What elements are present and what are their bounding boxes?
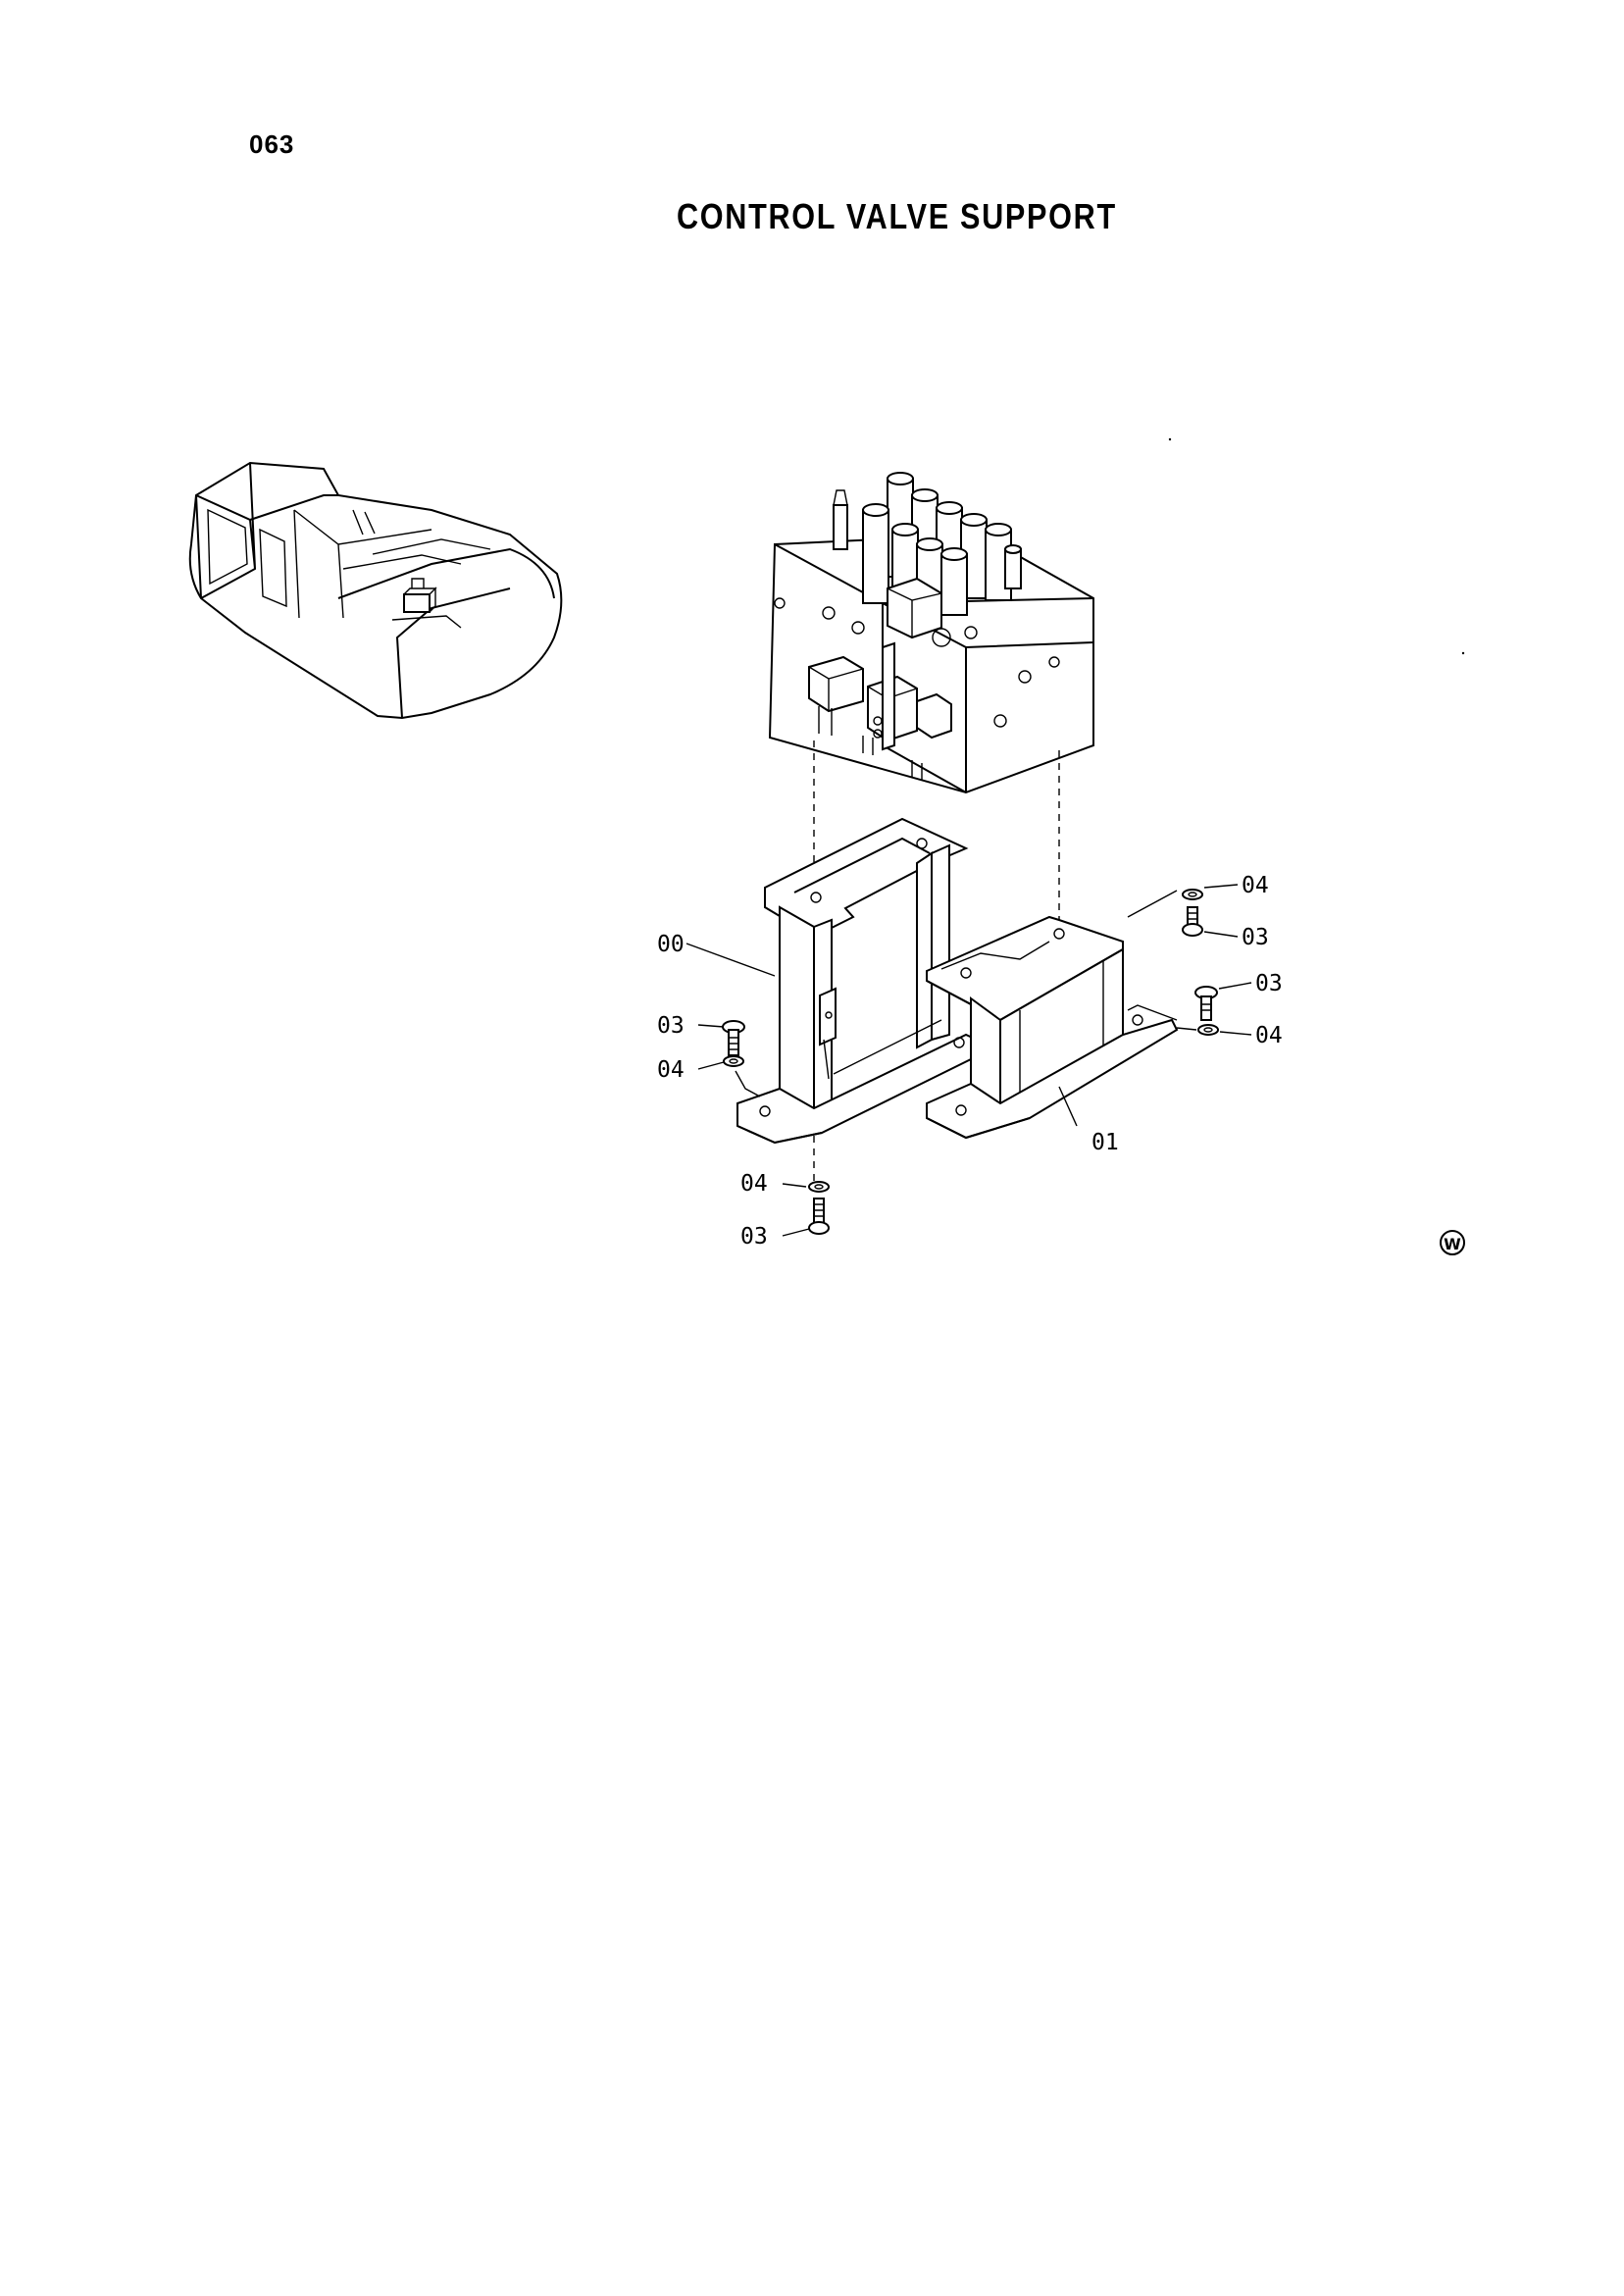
callout-04-right: 04: [1255, 1023, 1283, 1048]
callout-00: 00: [657, 932, 685, 957]
fastener-bolt-03-bottom: [808, 1198, 830, 1235]
fastener-washer-04-right: [1197, 1024, 1219, 1036]
bracket-00: [736, 817, 983, 1145]
fastener-bolt-03-left: [722, 1020, 745, 1056]
callout-04-left: 04: [657, 1057, 685, 1083]
fastener-washer-04-left: [723, 1055, 744, 1067]
callout-03-left: 03: [657, 1013, 685, 1039]
callout-04-top-right: 04: [1242, 873, 1269, 898]
page-number: 063: [249, 129, 295, 159]
callout-01: 01: [1091, 1130, 1119, 1155]
fastener-washer-04-bottom: [808, 1181, 830, 1193]
w-mark-icon: W: [1440, 1230, 1465, 1255]
callout-04-bottom: 04: [740, 1171, 768, 1197]
page-title: CONTROL VALVE SUPPORT: [677, 196, 1117, 236]
callout-03-top-right: 03: [1242, 925, 1269, 950]
bracket-01: [926, 915, 1179, 1140]
fastener-washer-04-top-right: [1182, 889, 1203, 900]
w-mark-letter: W: [1444, 1235, 1461, 1253]
fastener-bolt-03-right: [1194, 986, 1218, 1021]
callout-03-bottom: 03: [740, 1224, 768, 1250]
fastener-bolt-03-top-right: [1182, 906, 1203, 937]
control-valve: [768, 472, 1094, 794]
leader-lines: [685, 884, 1252, 1237]
spool-caps: [862, 472, 1022, 616]
machine-locator-illustration: [188, 461, 563, 720]
callout-03-right: 03: [1255, 971, 1283, 996]
